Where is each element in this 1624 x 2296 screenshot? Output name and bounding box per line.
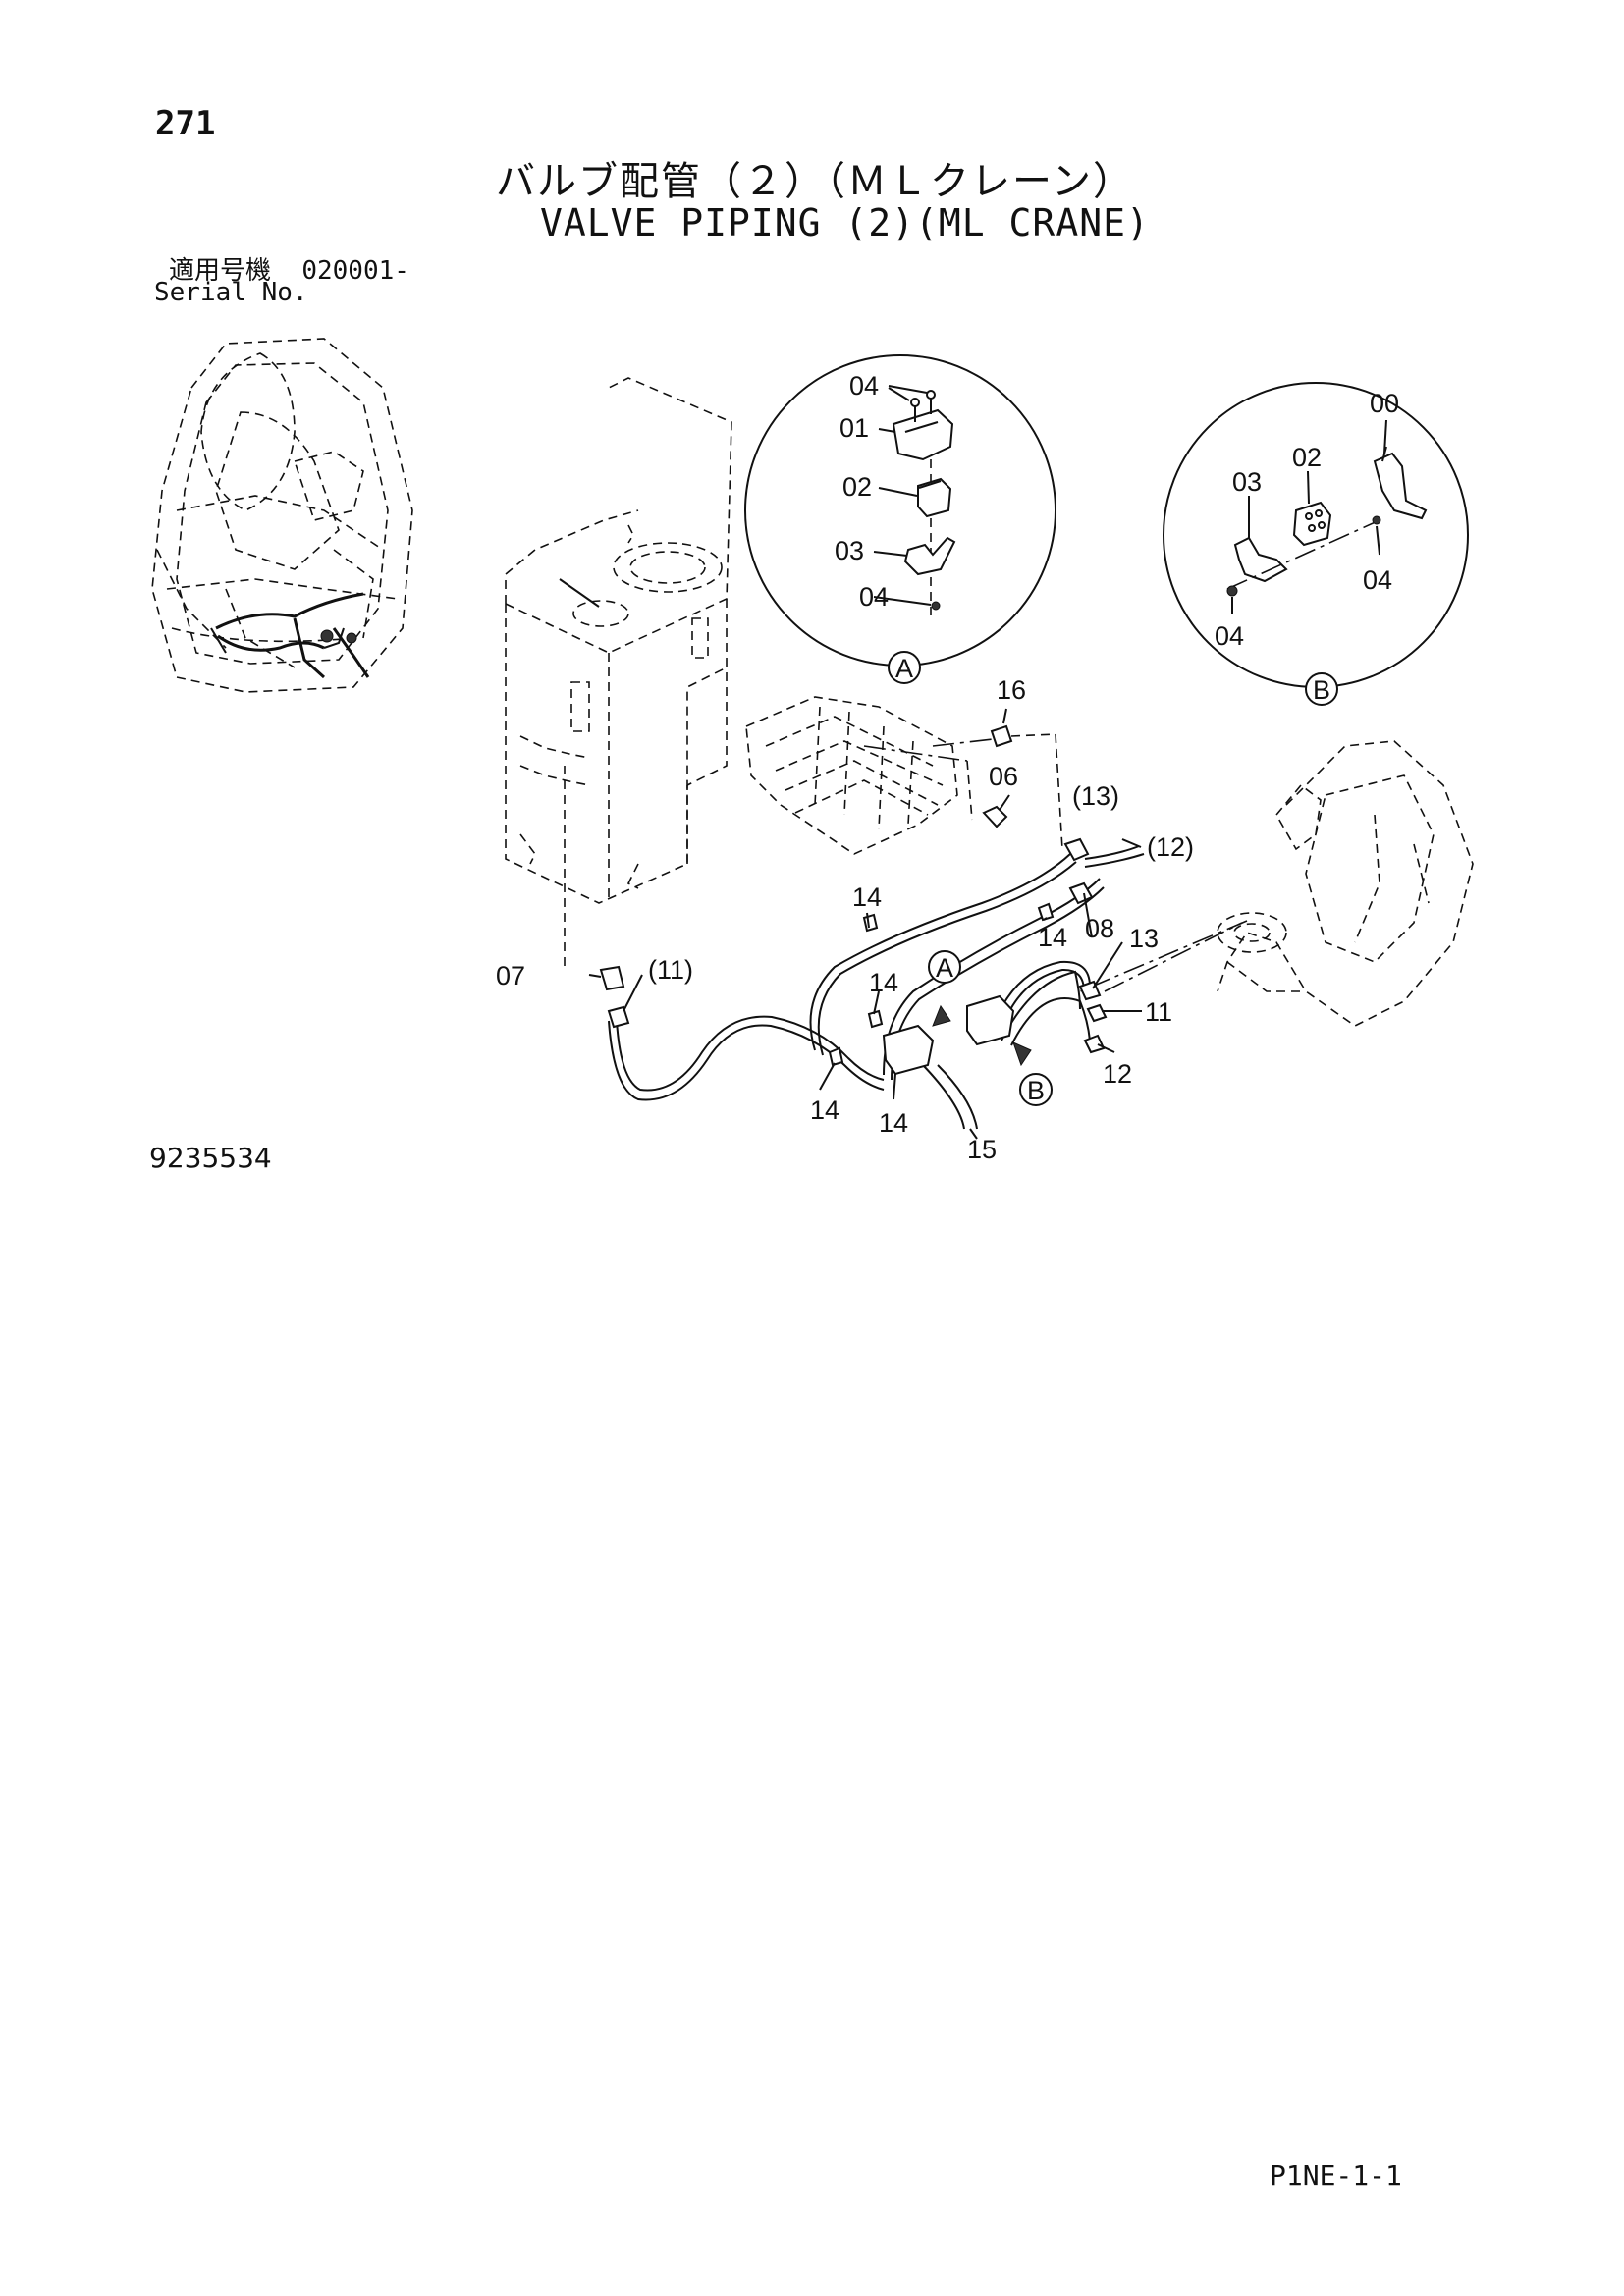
callout-14-right: 14 bbox=[1038, 923, 1067, 952]
detail-b-marker-label: B bbox=[1313, 675, 1330, 705]
callout-06: 06 bbox=[989, 762, 1018, 791]
callout-14-mid: 14 bbox=[869, 968, 898, 997]
serial-label-japanese: 適用号機 020001- bbox=[169, 250, 409, 287]
detail-a-marker bbox=[888, 651, 921, 684]
detail-b: 00 02 03 04 04 B bbox=[1163, 382, 1469, 706]
detail-b-callout-00: 00 bbox=[1370, 389, 1399, 418]
title-english: VALVE PIPING (2)(ML CRANE) bbox=[540, 201, 1150, 244]
marker-b-label: B bbox=[1027, 1076, 1045, 1105]
marker-a bbox=[928, 950, 961, 984]
callout-07: 07 bbox=[496, 961, 525, 990]
callout-12-ref: (12) bbox=[1147, 832, 1194, 862]
detail-a-callout-04-bottom: 04 bbox=[859, 582, 889, 612]
valve-fittings bbox=[966, 708, 1063, 850]
detail-a-callout-02: 02 bbox=[842, 472, 872, 502]
marker-b bbox=[1019, 1073, 1053, 1106]
detail-b-marker bbox=[1305, 672, 1338, 706]
marker-a-label: A bbox=[936, 953, 953, 983]
detail-a-callout-03: 03 bbox=[835, 536, 864, 565]
hydraulic-tank bbox=[505, 377, 732, 972]
sheet-code: P1NE-1-1 bbox=[1270, 2160, 1402, 2192]
callout-13: 13 bbox=[1129, 924, 1159, 953]
main-hoses bbox=[588, 837, 1243, 1140]
callout-14-bottom: 14 bbox=[879, 1108, 908, 1138]
main-callouts: 16 06 (13) (12) 14 14 08 13 07 (11) 14 1… bbox=[496, 675, 1194, 1164]
detail-b-callout-02: 02 bbox=[1292, 443, 1322, 472]
callout-13-ref: (13) bbox=[1072, 781, 1119, 811]
serial-label-english: Serial No. bbox=[154, 278, 308, 307]
drawing-number: 9235534 bbox=[149, 1142, 272, 1174]
callout-15: 15 bbox=[967, 1135, 997, 1164]
machine-overview-sketch bbox=[151, 338, 413, 693]
detail-a: 04 01 02 03 04 A bbox=[744, 354, 1056, 684]
callout-14-top: 14 bbox=[852, 882, 882, 912]
page-number: 271 bbox=[155, 104, 216, 143]
callout-08: 08 bbox=[1085, 914, 1114, 943]
detail-b-callout-03: 03 bbox=[1232, 467, 1262, 497]
serial-value: 020001- bbox=[301, 256, 409, 286]
callout-11: 11 bbox=[1145, 997, 1172, 1027]
detail-a-callout-04-top: 04 bbox=[849, 371, 879, 400]
detail-b-callout-04-right: 04 bbox=[1363, 565, 1392, 595]
detail-a-callout-01: 01 bbox=[839, 413, 869, 443]
detail-a-marker-label: A bbox=[895, 654, 913, 683]
detail-b-callout-04-bottom: 04 bbox=[1215, 621, 1244, 651]
title-japanese: バルブ配管（２）（ＭＬクレーン） bbox=[496, 159, 1134, 204]
callout-12: 12 bbox=[1103, 1059, 1132, 1089]
swing-post bbox=[1079, 740, 1474, 1027]
callout-16: 16 bbox=[997, 675, 1026, 705]
serial-label-jp-text: 適用号機 bbox=[169, 256, 272, 286]
control-valve bbox=[745, 696, 1002, 855]
callout-14-bottom-left: 14 bbox=[810, 1095, 839, 1125]
callout-11-ref: (11) bbox=[648, 955, 693, 985]
